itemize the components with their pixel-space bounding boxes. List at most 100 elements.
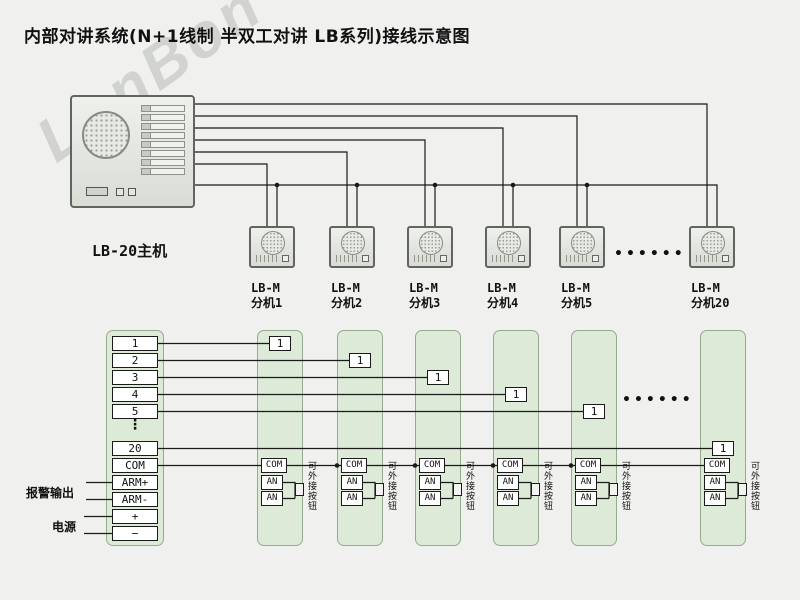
call-key <box>440 255 447 262</box>
slave-terminal-block-4 <box>493 330 539 546</box>
vent-slots <box>566 255 588 262</box>
col2-com-box: COM <box>341 458 367 473</box>
terminal-5: 5 <box>112 404 158 419</box>
ellipsis-bottom: •••••• <box>622 392 694 408</box>
speaker-grille-icon <box>419 231 443 255</box>
selector-button-column <box>141 105 185 177</box>
terminal-minus: − <box>112 526 158 541</box>
terminal-2: 2 <box>112 353 158 368</box>
col1-an-box-1: AN <box>261 475 283 490</box>
slave-label-3: LB-M 分机3 <box>409 281 473 311</box>
call-key <box>722 255 729 262</box>
col4-an-box-1: AN <box>497 475 519 490</box>
slave-station-image-20 <box>689 226 735 268</box>
junction-dot <box>584 182 590 188</box>
selector-button-row <box>141 141 185 148</box>
slave-station-image-4 <box>485 226 531 268</box>
slave-name: 分机3 <box>409 296 441 310</box>
col1-an-box-2: AN <box>261 491 283 506</box>
col3-an-box-2: AN <box>419 491 441 506</box>
talk-key <box>116 188 124 196</box>
slave-terminal-block-3 <box>415 330 461 546</box>
speaker-grille-icon <box>497 231 521 255</box>
col1-line-box: 1 <box>269 336 291 351</box>
ellipsis-top: •••••• <box>614 246 686 262</box>
slave-label-2: LB-M 分机2 <box>331 281 395 311</box>
col20-an-box-2: AN <box>704 491 726 506</box>
slave-name: 分机20 <box>691 296 730 310</box>
selector-button-row <box>141 132 185 139</box>
slave-model: LB-M <box>251 281 280 295</box>
external-button-icon <box>453 483 462 496</box>
slave-station-image-2 <box>329 226 375 268</box>
col3-com-box: COM <box>419 458 445 473</box>
col5-an-box-1: AN <box>575 475 597 490</box>
external-button-icon <box>738 483 747 496</box>
master-label: LB-20主机 <box>92 242 168 260</box>
col20-com-box: COM <box>704 458 730 473</box>
call-key <box>282 255 289 262</box>
col5-button-note: 可外接按钮 <box>620 461 630 511</box>
junction-dot <box>432 182 438 188</box>
speaker-grille-icon <box>82 111 130 159</box>
col2-line-box: 1 <box>349 353 371 368</box>
vent-slots <box>256 255 278 262</box>
col4-com-box: COM <box>497 458 523 473</box>
col4-button-note: 可外接按钮 <box>542 461 552 511</box>
external-button-icon <box>375 483 384 496</box>
slave-name: 分机1 <box>251 296 283 310</box>
col20-an-box-1: AN <box>704 475 726 490</box>
terminal-com: COM <box>112 458 158 473</box>
display-window <box>86 187 108 196</box>
selector-button-row <box>141 159 185 166</box>
col20-line-box: 1 <box>712 441 734 456</box>
slave-label-5: LB-M 分机5 <box>561 281 625 311</box>
junction-dot <box>274 182 280 188</box>
terminal-plus: + <box>112 509 158 524</box>
selector-button-row <box>141 150 185 157</box>
terminal-1: 1 <box>112 336 158 351</box>
slave-name: 分机4 <box>487 296 519 310</box>
external-button-icon <box>531 483 540 496</box>
col5-line-box: 1 <box>583 404 605 419</box>
external-button-icon <box>295 483 304 496</box>
col2-button-note: 可外接按钮 <box>386 461 396 511</box>
col1-button-note: 可外接按钮 <box>306 461 316 511</box>
col5-an-box-2: AN <box>575 491 597 506</box>
selector-button-row <box>141 168 185 175</box>
speaker-grille-icon <box>701 231 725 255</box>
call-key <box>592 255 599 262</box>
slave-station-image-5 <box>559 226 605 268</box>
slave-terminal-block-20 <box>700 330 746 546</box>
master-to-slave-wires <box>195 103 708 230</box>
col3-line-box: 1 <box>427 370 449 385</box>
slave-name: 分机2 <box>331 296 363 310</box>
call-key <box>518 255 525 262</box>
junction-dot <box>510 182 516 188</box>
slave-terminal-block-1 <box>257 330 303 546</box>
col4-an-box-2: AN <box>497 491 519 506</box>
col1-com-box: COM <box>261 458 287 473</box>
slave-model: LB-M <box>487 281 516 295</box>
master-station-image <box>70 95 195 208</box>
call-key <box>128 188 136 196</box>
slave-model: LB-M <box>691 281 720 295</box>
vent-slots <box>492 255 514 262</box>
terminal-arm-minus: ARM- <box>112 492 158 507</box>
vent-slots <box>696 255 718 262</box>
slave-model: LB-M <box>561 281 590 295</box>
junction-dot <box>354 182 360 188</box>
speaker-grille-icon <box>571 231 595 255</box>
common-bus-top <box>195 184 718 230</box>
external-button-icon <box>609 483 618 496</box>
selector-button-row <box>141 114 185 121</box>
slave-terminal-block-5 <box>571 330 617 546</box>
vent-slots <box>336 255 358 262</box>
col20-button-note: 可外接按钮 <box>749 461 759 511</box>
slave-label-20: LB-M 分机20 <box>691 281 755 311</box>
terminal-3: 3 <box>112 370 158 385</box>
slave-name: 分机5 <box>561 296 593 310</box>
slave-model: LB-M <box>331 281 360 295</box>
col2-an-box-1: AN <box>341 475 363 490</box>
